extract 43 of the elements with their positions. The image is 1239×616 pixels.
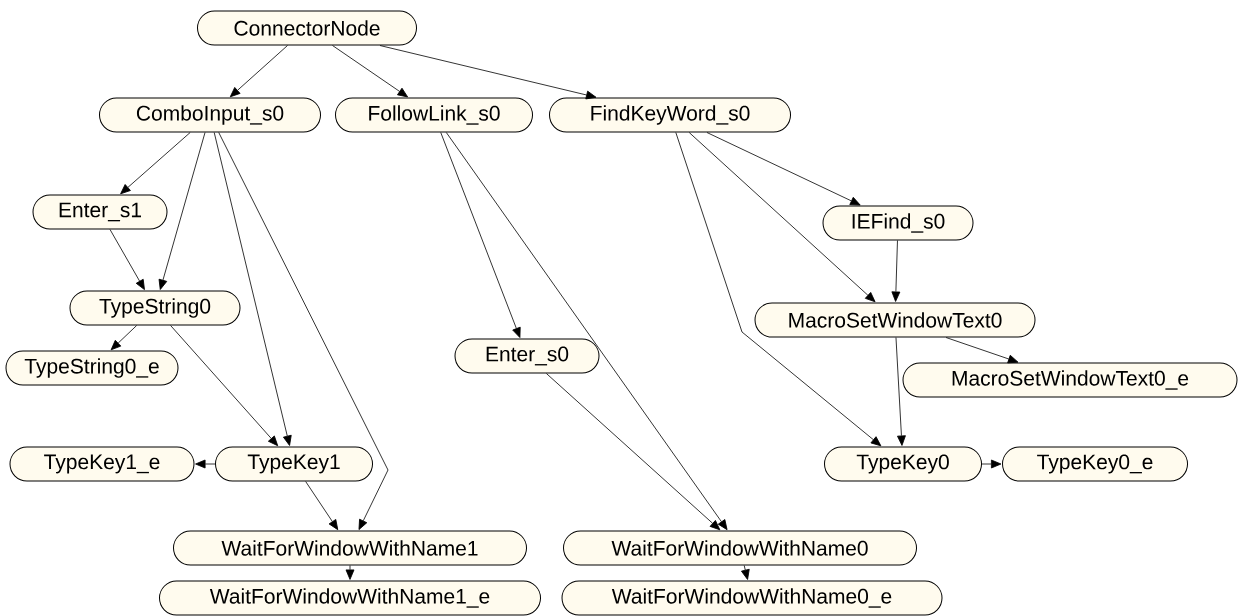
process-node: ConnectorNode xyxy=(197,10,417,46)
process-node: WaitForWindowWithName1_e xyxy=(159,580,541,616)
arrow xyxy=(945,337,1019,364)
arrow xyxy=(706,132,861,206)
arrow xyxy=(440,132,521,338)
arrow xyxy=(109,229,145,290)
arrow xyxy=(345,565,355,580)
arrow xyxy=(120,132,191,195)
arrow xyxy=(332,45,408,98)
arrow xyxy=(895,337,906,446)
arrow xyxy=(305,481,339,531)
arrow xyxy=(546,373,721,531)
process-node: TypeKey0_e xyxy=(1002,446,1188,482)
arrow xyxy=(229,45,288,98)
arrow xyxy=(158,132,206,290)
process-node: Enter_s1 xyxy=(32,194,168,230)
process-node: FindKeyWord_s0 xyxy=(549,97,791,133)
arrow xyxy=(379,45,597,100)
arrow xyxy=(213,132,292,446)
arrow xyxy=(445,132,728,531)
arrow xyxy=(195,459,216,469)
arrow xyxy=(110,325,138,351)
process-node: TypeKey1 xyxy=(215,446,373,482)
process-node: ComboInput_s0 xyxy=(99,97,321,133)
process-node: TypeKey1_e xyxy=(9,446,195,482)
arrow xyxy=(981,459,1002,469)
process-node: TypeKey0 xyxy=(824,446,982,482)
process-node: WaitForWindowWithName0 xyxy=(563,530,917,566)
process-node: TypeString0 xyxy=(69,290,241,326)
arrow xyxy=(741,565,750,580)
process-node: MacroSetWindowText0_e xyxy=(902,362,1238,398)
process-node: WaitForWindowWithName1 xyxy=(173,530,527,566)
process-node: FollowLink_s0 xyxy=(335,97,533,133)
process-node: TypeString0_e xyxy=(5,350,179,386)
arrow xyxy=(688,132,876,303)
arrow xyxy=(170,325,279,447)
process-node: Enter_s0 xyxy=(454,338,600,374)
process-node: IEFind_s0 xyxy=(822,205,974,241)
arrow xyxy=(891,240,901,302)
arrow xyxy=(218,132,389,530)
process-node: WaitForWindowWithName0_e xyxy=(561,580,943,616)
arrow xyxy=(675,132,882,447)
process-node: MacroSetWindowText0 xyxy=(754,302,1036,338)
